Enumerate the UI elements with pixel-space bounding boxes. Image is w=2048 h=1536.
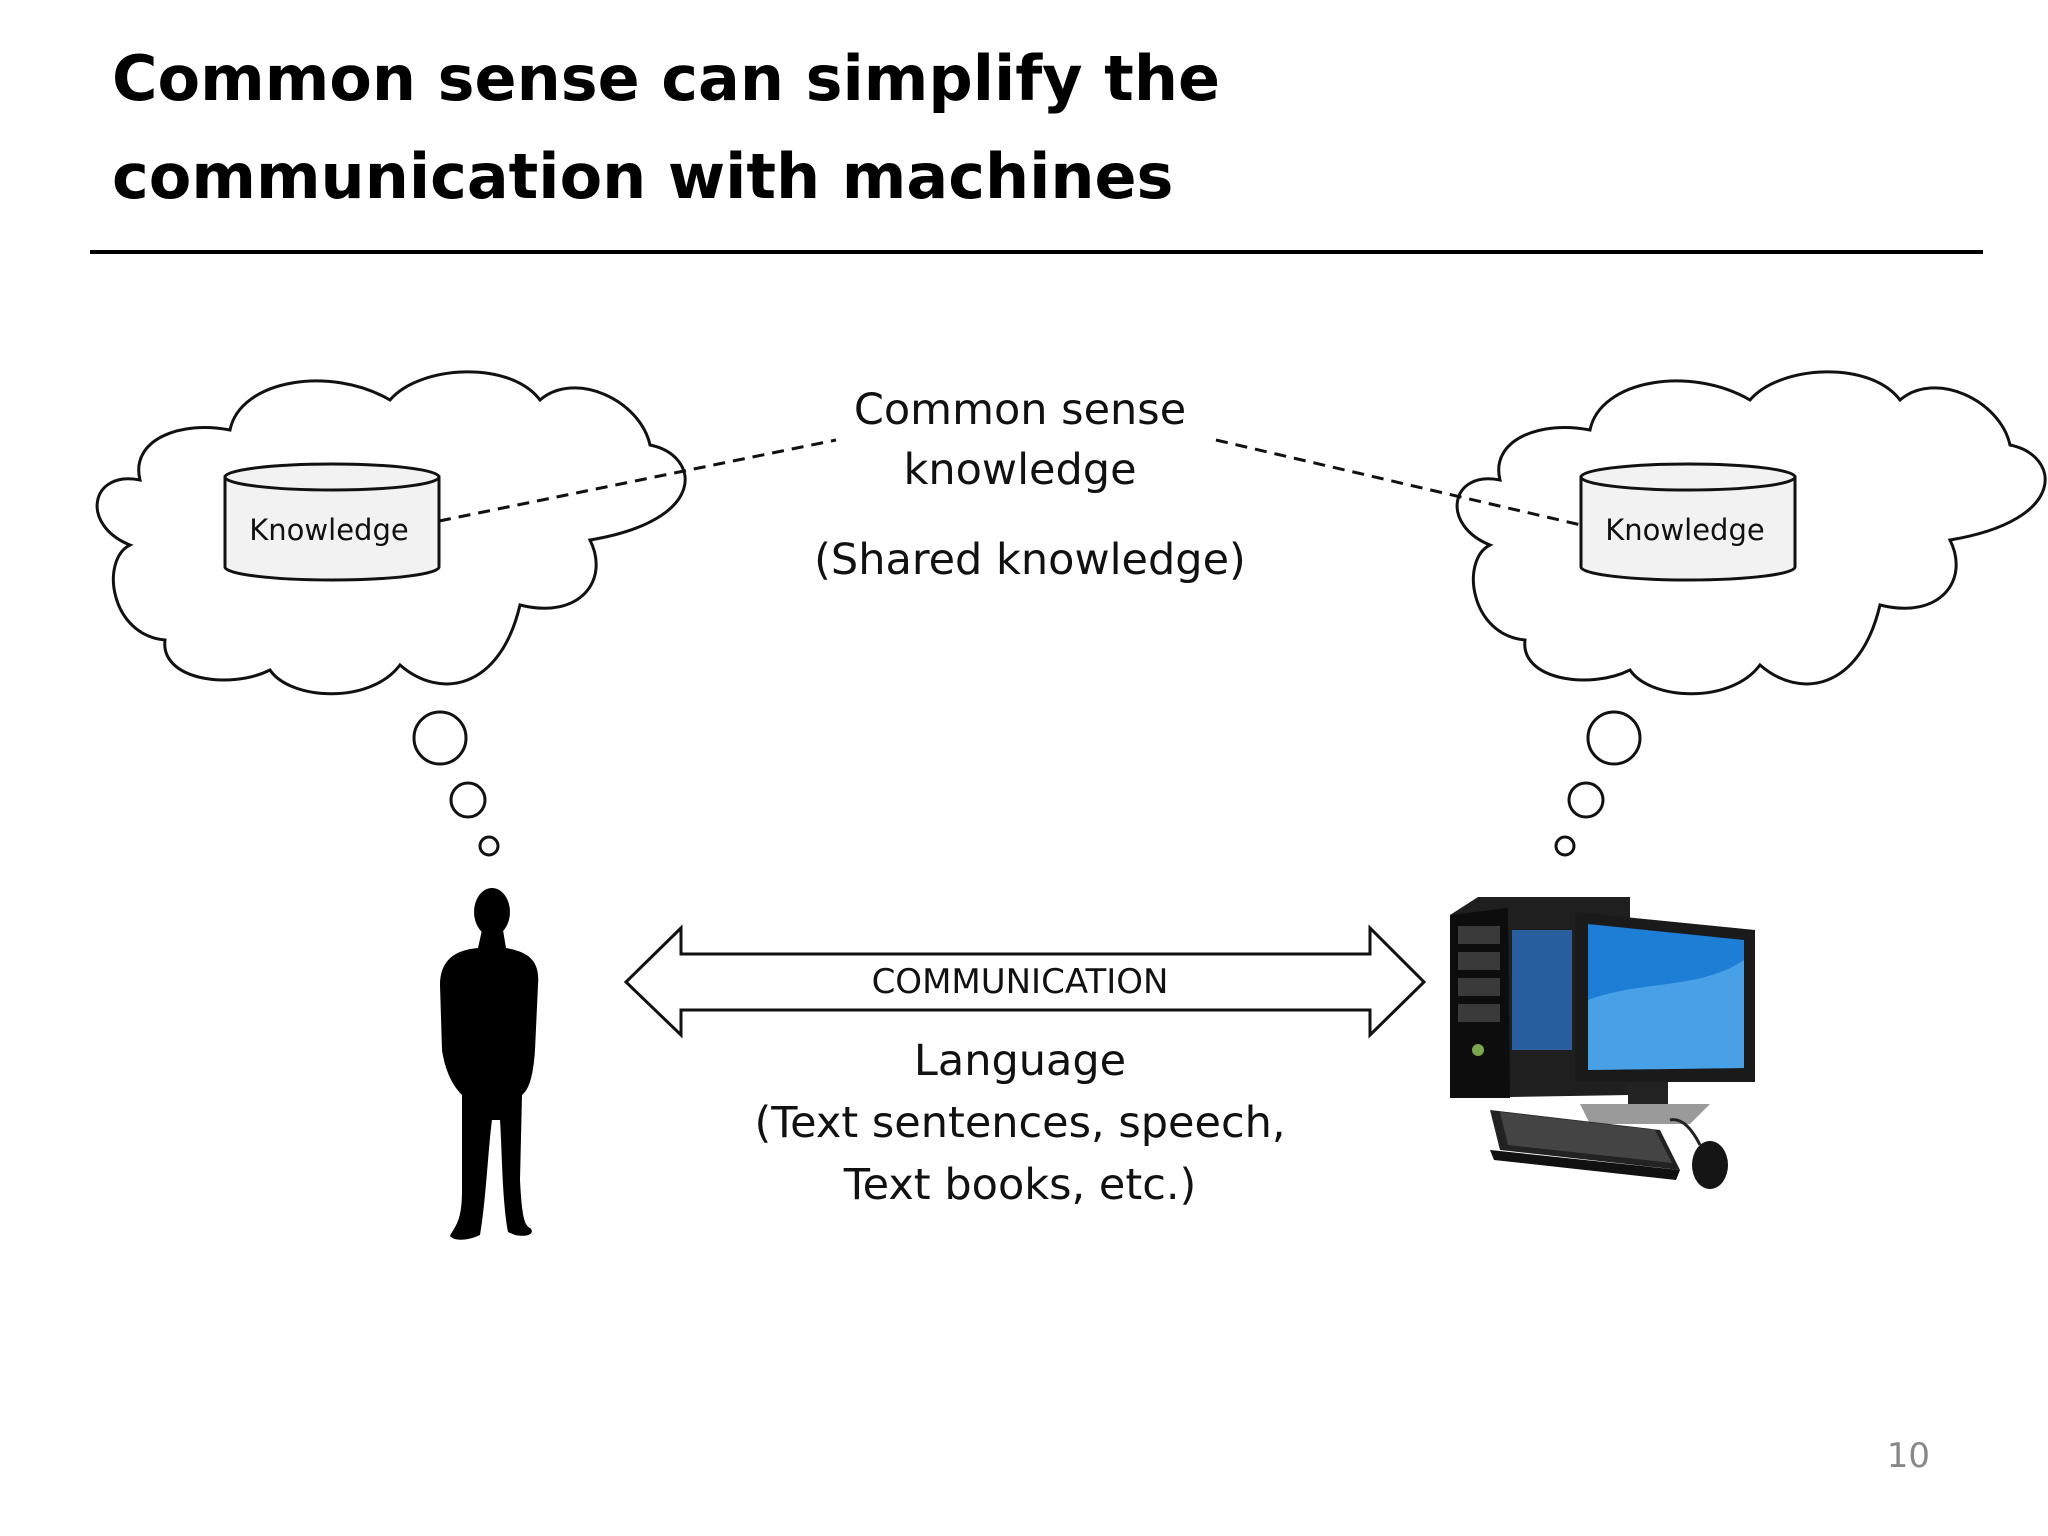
common-sense-label: Common sense knowledge — [810, 380, 1230, 500]
slide-title: Common sense can simplify the communicat… — [112, 30, 1412, 226]
right-thought-bubbles — [1554, 710, 1642, 857]
common-sense-line-2: knowledge — [903, 445, 1137, 495]
language-line-2: (Text sentences, speech, — [754, 1098, 1286, 1148]
left-thought-bubbles — [412, 710, 500, 857]
left-knowledge-database-icon — [223, 462, 441, 582]
left-dashed-connector — [438, 438, 837, 523]
language-label: Language (Text sentences, speech, Text b… — [700, 1030, 1340, 1216]
right-knowledge-database-icon — [1579, 462, 1797, 582]
slide-title-line-2: communication with machines — [112, 140, 1174, 213]
title-divider — [90, 250, 1983, 254]
language-line-1: Language — [913, 1036, 1127, 1086]
shared-knowledge-label: (Shared knowledge) — [814, 535, 1246, 585]
desktop-computer-icon — [1450, 897, 1755, 1189]
person-silhouette-icon — [440, 888, 539, 1240]
communication-double-arrow — [623, 924, 1427, 1039]
page-number: 10 — [1886, 1436, 1930, 1476]
communication-label: COMMUNICATION — [871, 962, 1169, 1002]
slide-title-line-1: Common sense can simplify the — [112, 42, 1221, 115]
right-knowledge-label: Knowledge — [1605, 513, 1765, 547]
left-knowledge-label: Knowledge — [249, 513, 409, 547]
language-line-3: Text books, etc.) — [843, 1160, 1197, 1210]
right-dashed-connector — [1215, 438, 1582, 527]
common-sense-line-1: Common sense — [853, 385, 1187, 435]
